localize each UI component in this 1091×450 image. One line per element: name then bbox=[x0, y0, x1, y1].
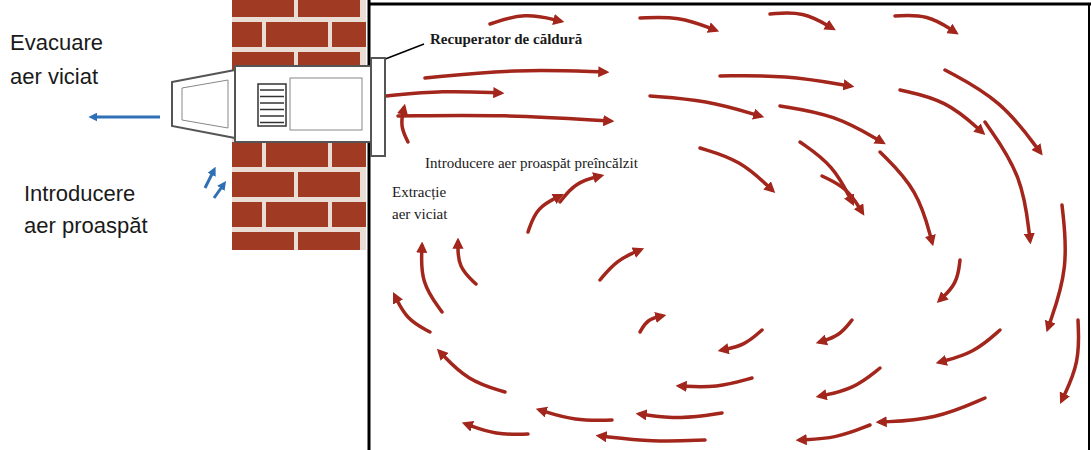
exchanger-slat bbox=[260, 109, 284, 111]
brick bbox=[232, 202, 262, 227]
exchanger-slat bbox=[260, 115, 284, 117]
flow-label-box: Introducere aer proaspăt preîncălzit bbox=[425, 154, 725, 172]
air-arrow bbox=[780, 106, 882, 142]
intake-label-box: Introducere aer proaspăt bbox=[24, 178, 156, 242]
brick bbox=[298, 172, 360, 197]
air-arrow bbox=[386, 92, 500, 96]
brick bbox=[332, 22, 366, 47]
air-arrow bbox=[395, 296, 430, 332]
air-arrow bbox=[880, 398, 985, 422]
flow-label-box: Extracție aer viciat bbox=[392, 181, 466, 225]
air-arrow bbox=[398, 115, 610, 121]
air-arrow bbox=[425, 71, 605, 78]
intake-label: Introducere aer proaspăt bbox=[24, 178, 156, 242]
air-arrow bbox=[800, 425, 870, 440]
flow-label: Introducere aer proaspăt preîncălzit bbox=[425, 154, 725, 172]
air-arrow bbox=[770, 13, 832, 28]
air-arrow bbox=[940, 260, 960, 300]
brick bbox=[232, 22, 262, 47]
air-arrow bbox=[800, 142, 852, 202]
air-arrow bbox=[722, 330, 762, 350]
air-arrow bbox=[940, 330, 1000, 362]
air-arrow bbox=[402, 108, 408, 142]
air-arrow bbox=[720, 76, 850, 86]
brick bbox=[266, 142, 328, 167]
brick bbox=[232, 0, 294, 17]
brick bbox=[232, 172, 294, 197]
exchanger-slat bbox=[260, 96, 284, 98]
air-arrow bbox=[820, 368, 880, 396]
room-outline bbox=[369, 0, 1091, 450]
air-arrow bbox=[458, 242, 476, 284]
air-arrow bbox=[600, 436, 705, 441]
flow-label: Extracție aer viciat bbox=[392, 181, 466, 225]
air-arrow bbox=[985, 122, 1030, 240]
air-arrow bbox=[490, 16, 560, 24]
air-arrow bbox=[1062, 320, 1079, 400]
exchanger-slat bbox=[260, 122, 284, 124]
air-arrow bbox=[1048, 205, 1065, 328]
heat-recovery-unit bbox=[172, 58, 385, 156]
brick bbox=[232, 142, 262, 167]
air-arrow bbox=[650, 96, 760, 116]
air-arrow bbox=[900, 90, 982, 132]
exchanger-slat bbox=[260, 102, 284, 104]
exchanger-slat bbox=[260, 89, 284, 91]
air-arrow bbox=[700, 148, 772, 190]
air-arrow bbox=[600, 250, 640, 280]
air-arrow bbox=[640, 413, 722, 418]
air-arrow bbox=[422, 246, 442, 312]
air-arrow bbox=[540, 410, 612, 420]
air-arrow bbox=[440, 352, 505, 392]
air-arrow bbox=[880, 152, 932, 242]
air-arrow bbox=[895, 15, 955, 32]
callout-label: Recuperator de căldură bbox=[430, 30, 670, 48]
air-arrow bbox=[820, 320, 852, 342]
brick bbox=[298, 0, 360, 17]
air-arrow bbox=[680, 378, 752, 387]
air-arrow bbox=[822, 176, 862, 212]
air-arrow bbox=[560, 176, 600, 202]
brick bbox=[298, 232, 360, 250]
brick bbox=[332, 202, 366, 227]
exhaust-label-box: Evacuare aer viciat bbox=[10, 26, 122, 94]
brick bbox=[266, 202, 328, 227]
air-arrow bbox=[466, 424, 528, 434]
brick bbox=[332, 142, 366, 167]
exhaust-label: Evacuare aer viciat bbox=[10, 26, 122, 94]
callout-label-box: Recuperator de căldură bbox=[430, 30, 670, 48]
air-circulation-arrows bbox=[386, 13, 1079, 441]
air-arrow bbox=[640, 17, 715, 30]
air-arrow bbox=[945, 70, 1040, 152]
brick bbox=[266, 22, 328, 47]
air-arrow bbox=[640, 316, 662, 332]
brick bbox=[232, 232, 294, 250]
air-arrow bbox=[528, 196, 560, 232]
